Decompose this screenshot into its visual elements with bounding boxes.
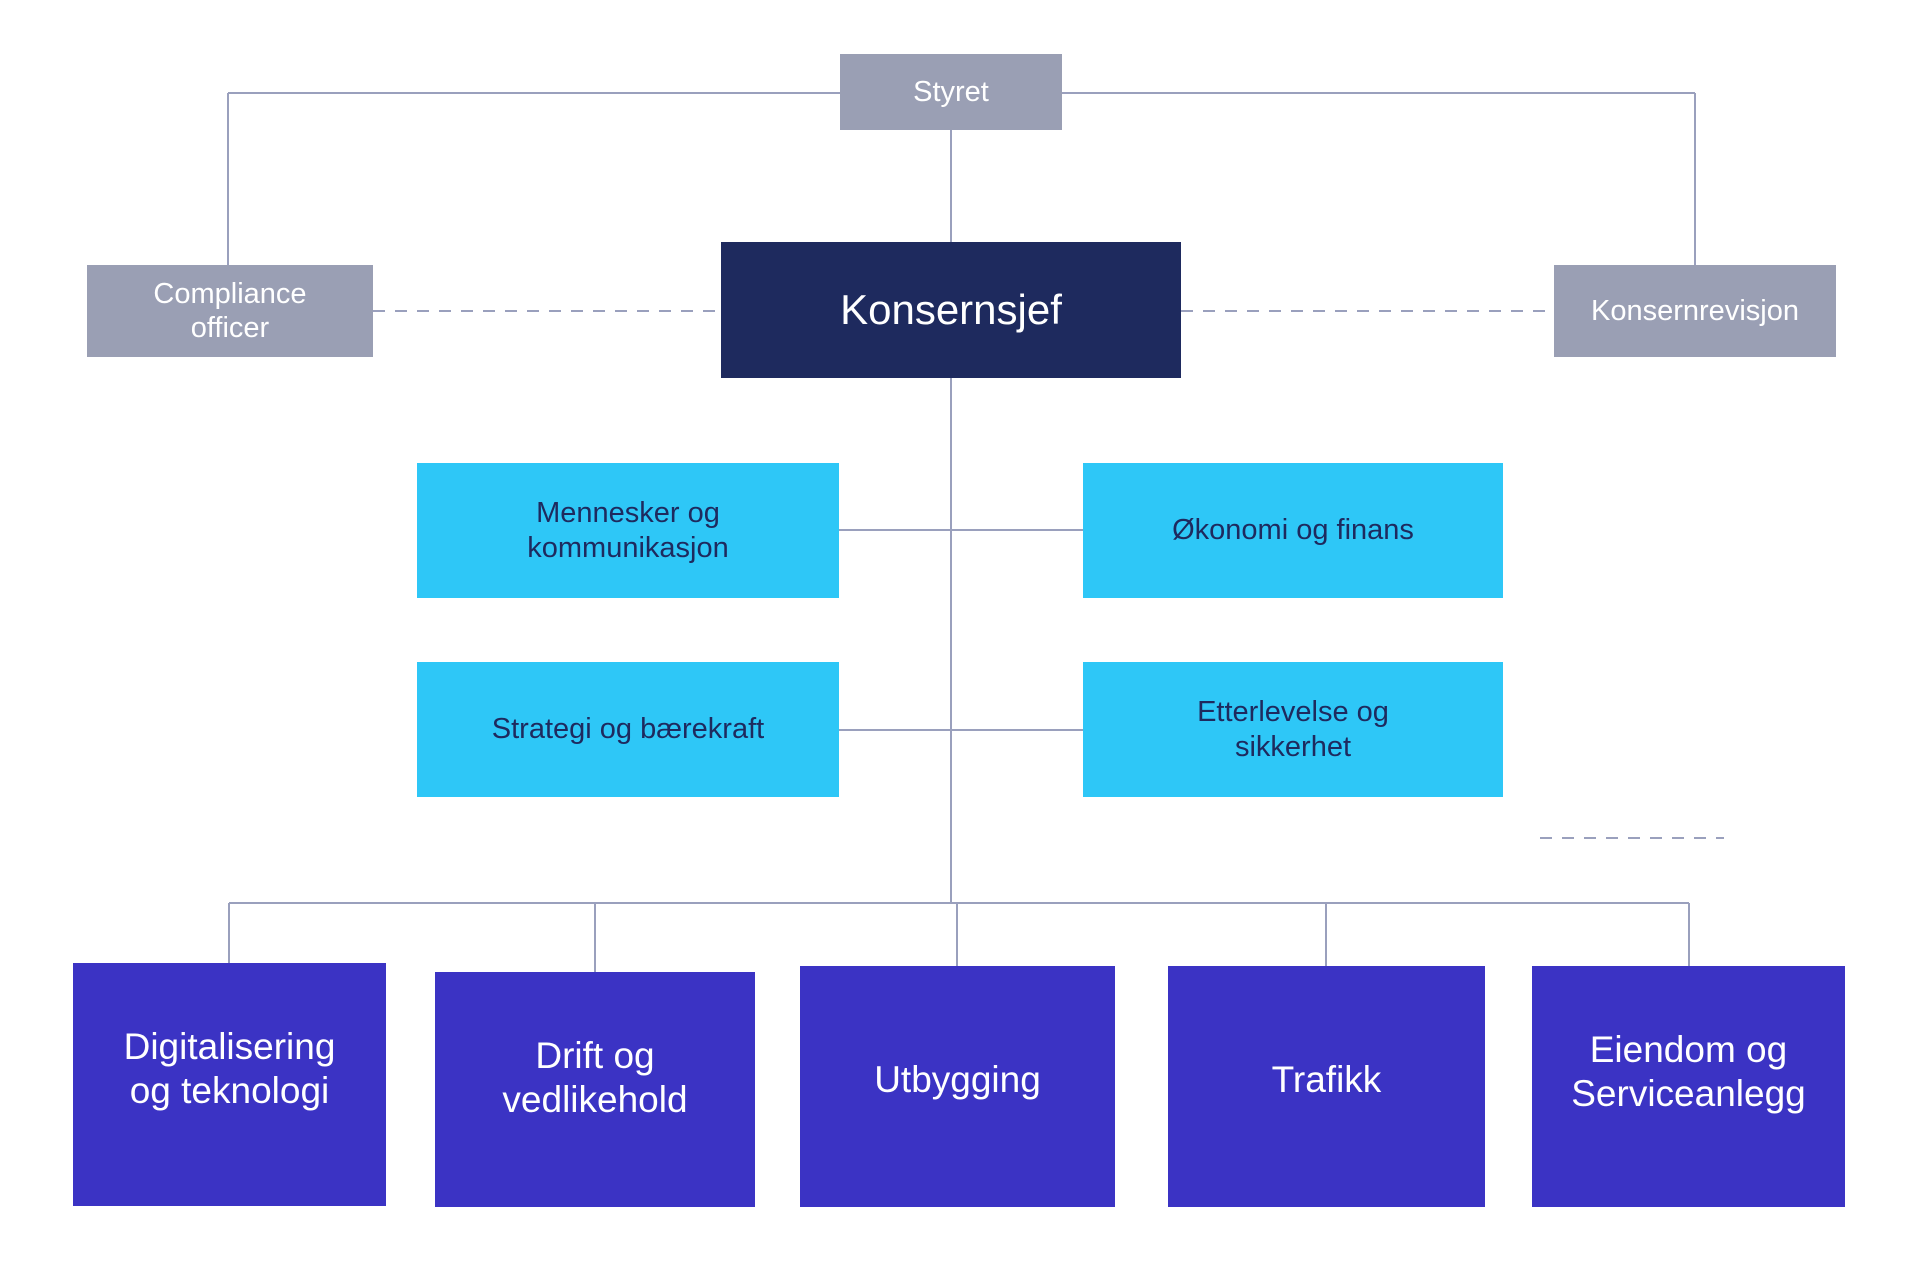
node-konsernsjef[interactable]: Konsernsjef xyxy=(721,242,1181,378)
node-konsernrevisjon[interactable]: Konsernrevisjon xyxy=(1554,265,1836,357)
node-styret[interactable]: Styret xyxy=(840,54,1062,130)
node-staff-okonomi-og-finans[interactable]: Økonomi og finans xyxy=(1083,463,1503,598)
node-staff-etterlevelse-og-sikkerhet[interactable]: Etterlevelse og sikkerhet xyxy=(1083,662,1503,797)
node-staff-mennesker-og-kommunikasjon[interactable]: Mennesker og kommunikasjon xyxy=(417,463,839,598)
node-division-digitalisering-og-teknologi[interactable]: Digitalisering og teknologi xyxy=(73,963,386,1206)
node-compliance-officer[interactable]: Compliance officer xyxy=(87,265,373,357)
node-division-eiendom-og-serviceanlegg[interactable]: Eiendom og Serviceanlegg xyxy=(1532,966,1845,1207)
node-division-utbygging[interactable]: Utbygging xyxy=(800,966,1115,1207)
node-staff-strategi-og-baerekraft[interactable]: Strategi og bærekraft xyxy=(417,662,839,797)
node-division-drift-og-vedlikehold[interactable]: Drift og vedlikehold xyxy=(435,972,755,1207)
node-division-trafikk[interactable]: Trafikk xyxy=(1168,966,1485,1207)
